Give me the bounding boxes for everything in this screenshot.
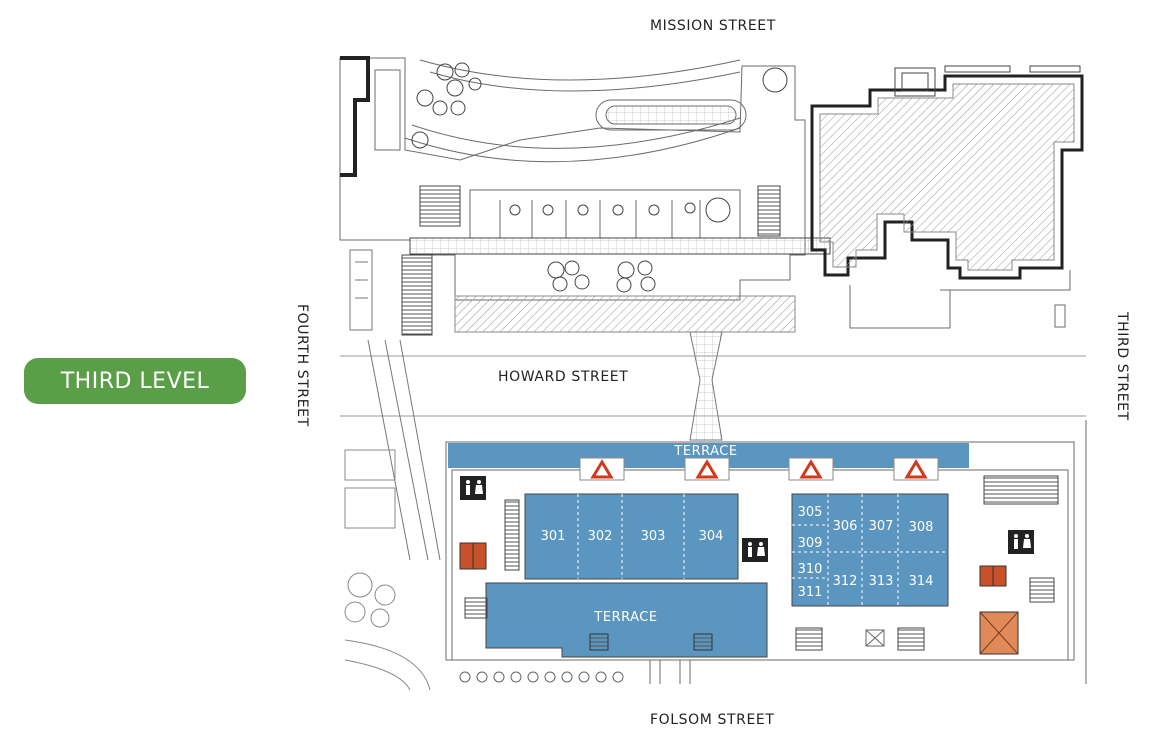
room-block-305-314 — [791, 493, 949, 607]
street-label-middle: HOWARD STREET — [498, 369, 629, 385]
stairs — [1029, 577, 1055, 603]
room-block-301-304 — [524, 493, 739, 580]
room-302[interactable]: 302 — [588, 529, 613, 544]
room-304[interactable]: 304 — [699, 529, 724, 544]
pedestrian-bridge — [689, 331, 723, 441]
street-label-west: FOURTH STREET — [294, 304, 310, 427]
north-block — [339, 56, 1084, 336]
room-303[interactable]: 303 — [641, 529, 666, 544]
room-311[interactable]: 311 — [798, 585, 823, 600]
elevator-icon — [979, 565, 1007, 587]
elevator-icon — [459, 542, 487, 570]
room-306[interactable]: 306 — [833, 519, 858, 534]
restroom-icon — [460, 476, 486, 500]
south-block — [344, 420, 1087, 691]
level-badge-label: THIRD LEVEL — [60, 368, 210, 394]
terrace-stairs — [589, 633, 609, 651]
street-label-south: FOLSOM STREET — [650, 712, 775, 728]
escalator-icon — [979, 611, 1019, 655]
warning-triangles — [579, 457, 939, 481]
warning-triangle-icon — [788, 457, 834, 481]
warning-triangle-icon — [893, 457, 939, 481]
upper-terrace-label: TERRACE — [673, 444, 737, 459]
warning-triangle-icon — [684, 457, 730, 481]
street-label-north: MISSION STREET — [650, 18, 776, 34]
restroom-icon — [1008, 530, 1034, 554]
room-301[interactable]: 301 — [541, 529, 566, 544]
warning-triangle-icon — [579, 457, 625, 481]
stairs — [983, 475, 1059, 505]
stairs — [464, 597, 488, 619]
room-305[interactable]: 305 — [798, 505, 823, 520]
level-badge: THIRD LEVEL — [24, 358, 246, 404]
stairs — [897, 627, 925, 651]
room-307[interactable]: 307 — [869, 519, 894, 534]
room-314[interactable]: 314 — [909, 574, 934, 589]
room-309[interactable]: 309 — [798, 536, 823, 551]
room-313[interactable]: 313 — [869, 574, 894, 589]
restroom-icon — [742, 538, 768, 562]
west-ramp — [349, 249, 441, 561]
room-310[interactable]: 310 — [798, 562, 823, 577]
street-label-east: THIRD STREET — [1114, 312, 1130, 421]
lower-terrace-label: TERRACE — [593, 610, 657, 625]
stairs — [795, 627, 823, 651]
room-308[interactable]: 308 — [909, 520, 934, 535]
stairs — [504, 499, 520, 571]
room-312[interactable]: 312 — [833, 574, 858, 589]
terrace-stairs — [693, 633, 713, 651]
